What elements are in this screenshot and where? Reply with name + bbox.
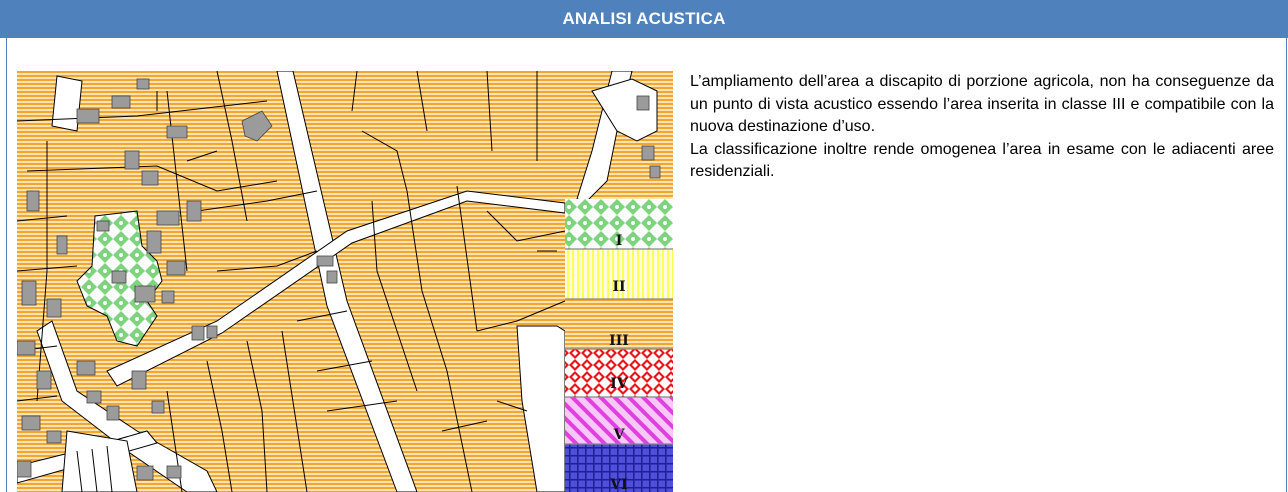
analysis-description: L’ampliamento dell’area a discapito di p… <box>690 71 1274 184</box>
acoustic-zoning-map: I II III IV V VI <box>17 71 673 492</box>
section-header: ANALISI ACUSTICA <box>0 0 1288 38</box>
section-title: ANALISI ACUSTICA <box>562 9 726 28</box>
legend-label-vi: VI <box>609 477 627 492</box>
legend-label-v: V <box>613 427 626 443</box>
legend-label-i: I <box>616 233 623 249</box>
legend-label-iv: IV <box>610 376 629 392</box>
legend-label-ii: II <box>612 279 625 295</box>
buildings <box>17 78 661 481</box>
content-frame <box>6 0 1287 492</box>
description-paragraph-2: La classificazione inoltre rende omogene… <box>690 140 1274 181</box>
description-paragraph-1: L’ampliamento dell’area a discapito di p… <box>690 73 1274 135</box>
map-legend: I II III IV V VI <box>565 199 673 492</box>
legend-label-iii: III <box>609 333 629 349</box>
